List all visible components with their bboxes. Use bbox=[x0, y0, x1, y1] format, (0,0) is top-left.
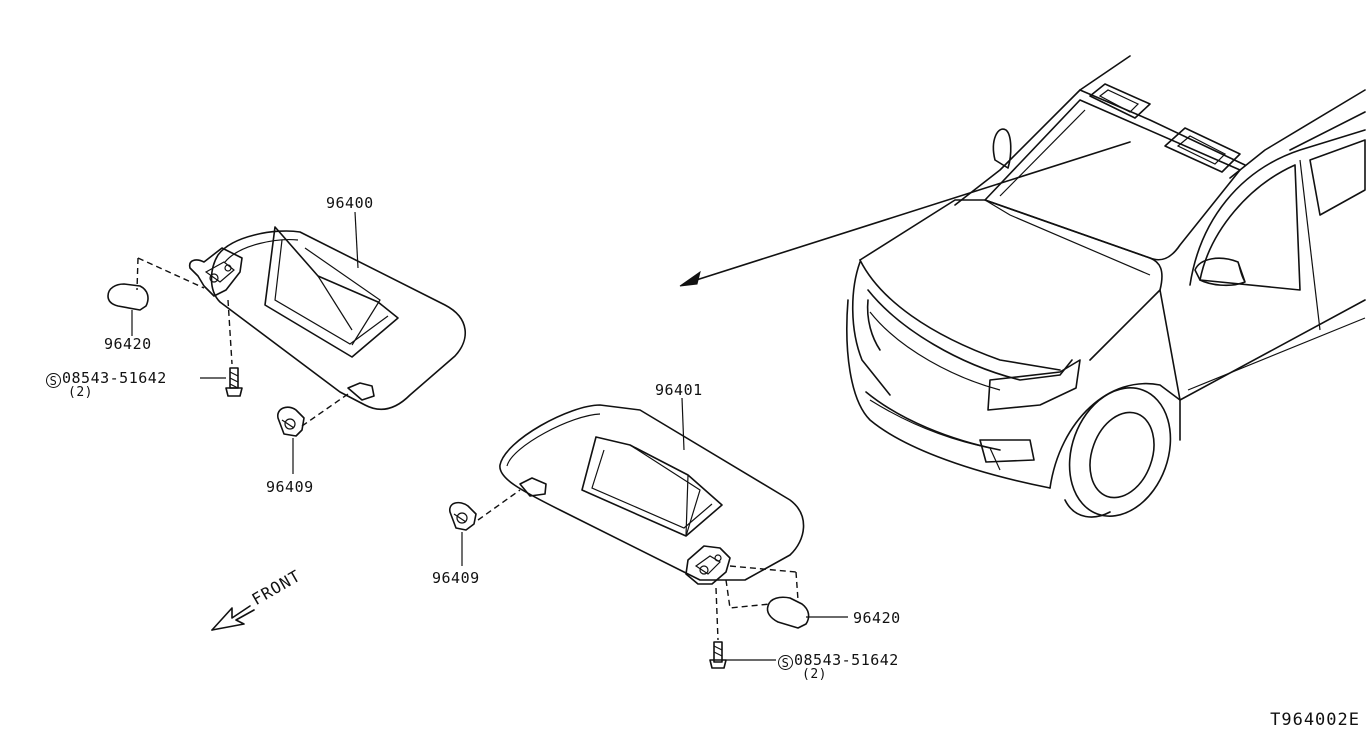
hinge-cover-right bbox=[766, 596, 848, 629]
sun-visor-right bbox=[499, 404, 805, 581]
visor-hinge-left bbox=[188, 247, 243, 297]
standard-part-symbol: S bbox=[46, 373, 61, 388]
callout-96409-right: 96409 bbox=[432, 569, 480, 587]
hinge-cover-left bbox=[107, 283, 149, 336]
sun-visor-left bbox=[210, 226, 467, 411]
callout-08543-left: 08543-51642 bbox=[62, 369, 167, 387]
visor-holder-right bbox=[449, 501, 477, 566]
callout-96420-left: 96420 bbox=[104, 335, 152, 353]
callout-96420-right: 96420 bbox=[853, 609, 901, 627]
quantity-left: (2) bbox=[68, 385, 93, 400]
callout-96409-left: 96409 bbox=[266, 478, 314, 496]
standard-part-symbol: S bbox=[778, 655, 793, 670]
callout-08543-right: 08543-51642 bbox=[794, 651, 899, 669]
front-arrow bbox=[211, 605, 255, 631]
vehicle-illustration bbox=[846, 55, 1366, 518]
screw-left bbox=[200, 367, 243, 397]
drawing-code: T964002E bbox=[1270, 710, 1360, 730]
screw-right bbox=[709, 641, 776, 669]
location-arrow bbox=[679, 141, 1131, 287]
callout-96400: 96400 bbox=[326, 194, 374, 212]
visor-hinge-right bbox=[685, 545, 731, 585]
callout-96401: 96401 bbox=[655, 381, 703, 399]
visor-holder-left bbox=[277, 406, 305, 474]
quantity-right: (2) bbox=[802, 667, 827, 682]
